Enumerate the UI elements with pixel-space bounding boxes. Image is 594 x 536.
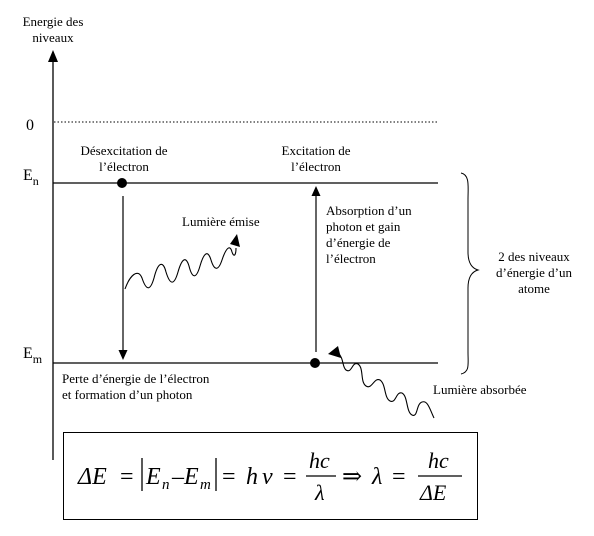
formula-lambda: λ <box>371 464 382 490</box>
absorption-line4: l’électron <box>326 251 376 266</box>
formula-implies: ⇒ <box>342 464 362 490</box>
excitation-line1: Excitation de <box>281 143 351 158</box>
level-en-label: En <box>23 167 39 189</box>
excitation-label: Excitation de l’électron <box>262 143 370 175</box>
desexcitation-line2: l’électron <box>99 159 149 174</box>
desexcitation-line1: Désexcitation de <box>80 143 168 158</box>
axis-title: Energie des niveaux <box>8 14 98 46</box>
formula-eq-1: = <box>120 464 134 490</box>
formula-eq-4: = <box>392 464 406 490</box>
level-em-main: E <box>23 345 33 362</box>
absorption-line2: photon et gain <box>326 219 401 234</box>
energy-axis-arrowhead <box>48 50 58 62</box>
desexcitation-arrowhead <box>118 350 128 360</box>
formula-hc2-numerator: hc <box>428 448 449 473</box>
level-en-sub: n <box>32 174 39 188</box>
electron-dot-upper <box>117 178 127 188</box>
level-em-label: Em <box>23 345 42 367</box>
formula-en: E <box>145 464 161 490</box>
formula-em: E <box>183 464 199 490</box>
zero-label: 0 <box>26 117 34 134</box>
desexcitation-label: Désexcitation de l’électron <box>62 143 186 175</box>
electron-dot-lower <box>310 358 320 368</box>
absorption-line1: Absorption d’un <box>326 203 412 218</box>
formula-delta-e-denominator: ΔE <box>419 480 447 505</box>
levels-label: 2 des niveaux d’énergie d’un atome <box>478 249 590 297</box>
formula-en-sub: n <box>162 477 170 493</box>
levels-line3: atome <box>518 281 550 296</box>
level-em-sub: m <box>32 352 43 366</box>
excitation-line2: l’électron <box>291 159 341 174</box>
absorption-label: Absorption d’un photon et gain d’énergie… <box>326 203 412 267</box>
formula-minus: – <box>171 464 185 490</box>
levels-line2: d’énergie d’un <box>496 265 572 280</box>
energy-loss-line2: et formation d’un photon <box>62 387 193 402</box>
emitted-light-label: Lumière émise <box>182 214 260 229</box>
energy-loss-line1: Perte d’énergie de l’électron <box>62 371 210 386</box>
formula-h: h <box>246 464 258 490</box>
formula-delta-e: ΔE <box>77 464 107 490</box>
levels-line1: 2 des niveaux <box>498 249 570 264</box>
absorbed-photon-arrowhead <box>328 346 341 358</box>
formula-box <box>63 432 478 520</box>
formula-lambda-denominator: λ <box>314 480 325 505</box>
formula-hc-numerator: hc <box>309 448 330 473</box>
formula-nu: ν <box>262 464 273 490</box>
emitted-photon-arrowhead <box>230 234 240 247</box>
absorbed-photon-wave <box>337 352 435 419</box>
formula-eq-2: = <box>222 464 236 490</box>
energy-loss-label: Perte d’énergie de l’électron et formati… <box>62 371 209 403</box>
emitted-photon-wave <box>124 247 237 290</box>
axis-title-line2: niveaux <box>32 30 74 45</box>
level-en-main: E <box>23 167 33 184</box>
levels-brace <box>460 172 480 375</box>
formula-em-sub: m <box>200 477 211 493</box>
axis-title-line1: Energie des <box>22 14 84 29</box>
absorption-line3: d’énergie de <box>326 235 391 250</box>
absorbed-light-label: Lumière absorbée <box>433 382 527 397</box>
formula-eq-3: = <box>283 464 297 490</box>
excitation-arrowhead <box>311 186 321 196</box>
